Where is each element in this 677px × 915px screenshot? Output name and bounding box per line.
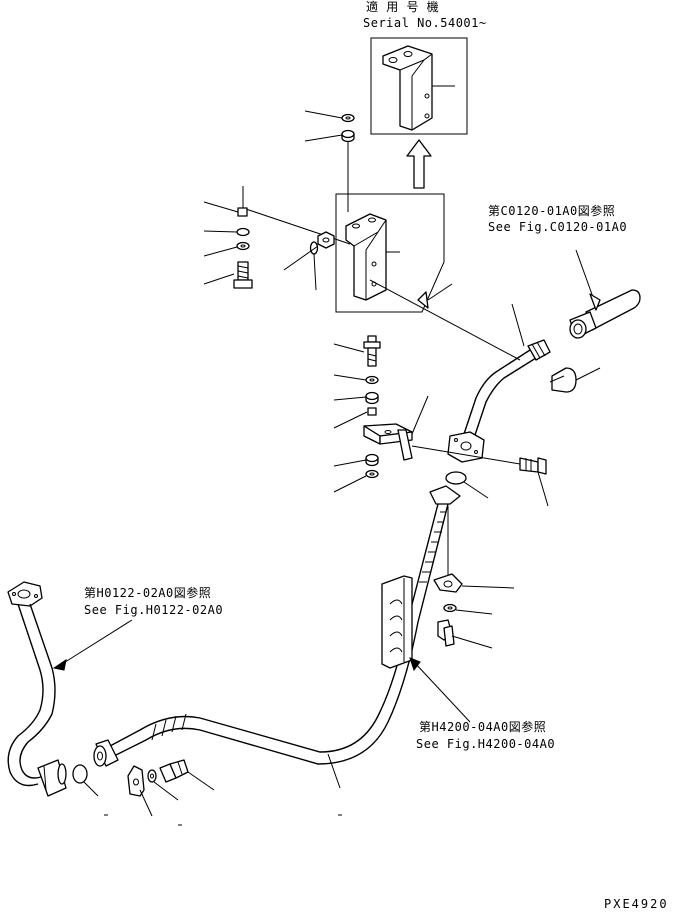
lower-pipe	[93, 485, 461, 789]
clamp-clip	[549, 367, 601, 393]
left-fastener-column	[203, 186, 351, 289]
leader-h4200	[409, 657, 471, 723]
middle-bolt-stack	[333, 335, 381, 429]
ref-c0120-jp: 第C0120-01A0図参照	[488, 204, 616, 218]
upper-pipe	[447, 303, 551, 463]
up-arrow-icon	[406, 139, 432, 189]
hose-end-fitting	[569, 249, 641, 339]
lower-washers-plate	[333, 395, 429, 493]
left-elbow-pipe	[7, 581, 67, 797]
leader-h0122	[52, 619, 133, 671]
flange-bolt	[411, 445, 549, 507]
ref-h0122-jp: 第H0122-02A0図参照	[84, 586, 212, 600]
ref-h0122-en: See Fig.H0122-02A0	[84, 603, 224, 617]
pipe-support-plate	[381, 575, 413, 669]
top-washers	[304, 110, 355, 212]
bottom-fasteners	[127, 759, 215, 817]
clip-marker	[417, 283, 453, 309]
main-bracket-group	[335, 193, 445, 313]
ref-h4200-en: See Fig.H4200-04A0	[416, 737, 556, 751]
nut-washer-pair	[283, 231, 335, 291]
drawing-number: PXE4920	[604, 897, 669, 911]
serial-applicability-jp: 適 用 号 機	[366, 0, 440, 14]
o-ring	[445, 471, 489, 499]
lower-clamp-bolt	[433, 506, 515, 649]
serial-inset-box	[370, 37, 468, 135]
ref-h4200-jp: 第H4200-04A0図参照	[419, 720, 547, 734]
serial-applicability-en: Serial No.54001~	[363, 16, 487, 30]
leader-bracket-to-pipe	[369, 279, 521, 361]
elbow-o-ring	[72, 764, 99, 797]
bottom-ticks	[104, 814, 342, 826]
ref-c0120-en: See Fig.C0120-01A0	[488, 220, 628, 234]
bracket-part-icon	[382, 45, 433, 131]
